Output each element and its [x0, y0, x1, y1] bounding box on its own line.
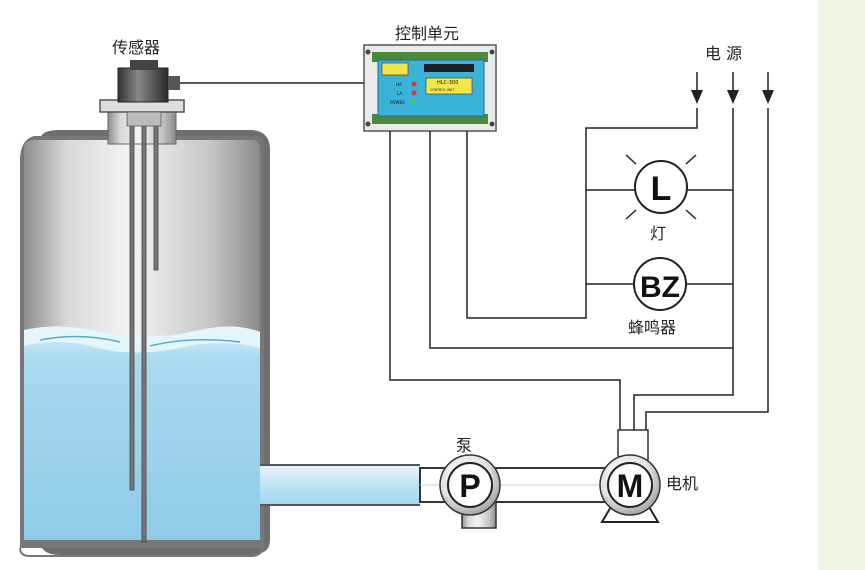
motor [599, 429, 661, 523]
panel-indicator-ha: HA [396, 82, 402, 87]
panel-subtitle: CONTROL UNIT [430, 88, 454, 92]
lamp [625, 154, 697, 220]
lamp-label: 灯 [650, 224, 667, 243]
power-supply-label: 电 源 [705, 44, 743, 63]
panel-indicator-la: LA [397, 91, 402, 96]
power-arrow-2 [727, 90, 739, 104]
pump [419, 454, 627, 529]
power-arrow-3 [762, 90, 774, 104]
power-arrow-1 [691, 90, 703, 104]
pump-label: 泵 [456, 436, 473, 455]
control-unit: HLC-300 CONTROL UNIT HA LA POWER [363, 44, 497, 132]
background-accent [818, 0, 865, 570]
panel-model: HLC-300 [437, 80, 458, 86]
wiring [389, 72, 769, 440]
level-sensor [99, 60, 185, 543]
buzzer-label: 蜂鸣器 [628, 318, 677, 337]
pump-symbol: P [459, 468, 480, 504]
sensor-label: 传感器 [112, 38, 161, 57]
motor-label: 电机 [666, 474, 699, 493]
motor-symbol: M [617, 468, 644, 504]
buzzer [633, 257, 687, 311]
control-unit-label: 控制单元 [395, 24, 460, 43]
tank [19, 111, 420, 557]
panel-indicator-power: POWER [390, 100, 405, 105]
buzzer-symbol: BZ [640, 271, 680, 304]
lamp-symbol: L [651, 170, 672, 208]
power-arrows [691, 90, 774, 104]
outlet-pipe [19, 464, 420, 557]
